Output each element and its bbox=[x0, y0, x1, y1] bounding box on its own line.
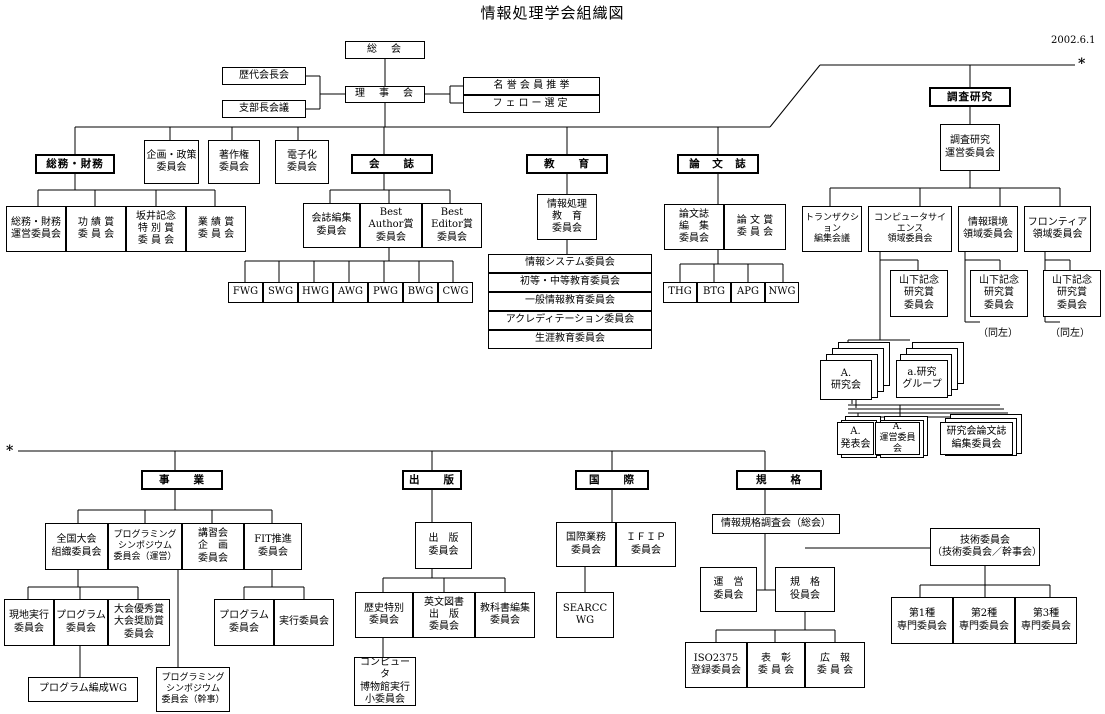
publishing-item: 歴史特別 委員会 bbox=[355, 592, 413, 638]
education-item: 初等・中等教育委員会 bbox=[488, 273, 652, 292]
fellow-box: フェロー選定 bbox=[463, 95, 600, 113]
international-item: ＩＦＩＰ 委員会 bbox=[616, 522, 676, 567]
continuation-mark-bottom: * bbox=[6, 443, 14, 459]
same-as-left-label: （同左） bbox=[978, 328, 1018, 339]
events-item: 講習会 企 画 委員会 bbox=[182, 523, 244, 570]
standards-council-box: 情報規格調査会（総会） bbox=[712, 514, 840, 534]
digitization-committee-box: 電子化 委員会 bbox=[275, 140, 329, 184]
journal-wg: SWG bbox=[263, 282, 298, 303]
research-header: 調査研究 bbox=[929, 87, 1011, 107]
museum-box: コンピュータ 博物館実行 小委員会 bbox=[354, 657, 416, 706]
publishing-main-box: 出 版 委員会 bbox=[415, 522, 472, 569]
sig-box: A. 研究会 bbox=[820, 360, 872, 400]
research-steering-box: 調査研究 運営委員会 bbox=[940, 124, 1000, 171]
papers-item: 論文誌 編 集 委員会 bbox=[664, 204, 724, 250]
education-main-box: 情報処理 教 育 委員会 bbox=[537, 194, 597, 240]
papers-wg: APG bbox=[731, 282, 765, 303]
national-sub-item: 大会優秀賞 大会奨励賞 委員会 bbox=[108, 599, 170, 646]
technical-committee-box: 技術委員会 （技術委員会／幹事会） bbox=[930, 528, 1040, 566]
education-item: アクレディテーション委員会 bbox=[488, 311, 652, 330]
sig-journal-box: 研究会論文誌 編集委員会 bbox=[940, 422, 1013, 455]
transaction-box: トランザクション 編集会議 bbox=[802, 206, 862, 252]
technical-sub-item: 第3種 専門委員会 bbox=[1015, 597, 1077, 644]
standards-officers-box: 規 格 役員会 bbox=[775, 567, 835, 612]
journal-header: 会 誌 bbox=[351, 154, 433, 174]
journal-wg: HWG bbox=[298, 282, 333, 303]
papers-header: 論 文 誌 bbox=[677, 154, 759, 174]
program-wg-box: プログラム編成WG bbox=[28, 677, 138, 702]
past-presidents-box: 歴代会長会 bbox=[222, 67, 306, 85]
standards-sub-item: 表 彰 委 員 会 bbox=[747, 642, 805, 688]
journal-item: Best Author賞 委員会 bbox=[360, 203, 422, 248]
education-item: 一般情報教育委員会 bbox=[488, 292, 652, 311]
page-title: 情報処理学会組織図 bbox=[480, 4, 625, 22]
searcc-wg-box: SEARCC WG bbox=[556, 592, 614, 638]
general-affairs-item: 総務・財務 運営委員会 bbox=[6, 206, 66, 252]
yamashita-award-box-frontier: 山下記念 研究賞 委員会 bbox=[1043, 270, 1101, 317]
technical-sub-item: 第2種 専門委員会 bbox=[953, 597, 1015, 644]
national-sub-item: プログラム 委員会 bbox=[54, 599, 108, 646]
sig-operations-box: A. 運営委員会 bbox=[875, 422, 920, 455]
standards-header: 規 格 bbox=[736, 470, 822, 490]
international-header: 国 際 bbox=[575, 470, 649, 490]
events-item: 全国大会 組織委員会 bbox=[45, 523, 108, 570]
env-domain-box: 情報環境 領域委員会 bbox=[958, 206, 1018, 252]
yamashita-award-box-cs: 山下記念 研究賞 委員会 bbox=[890, 270, 948, 317]
frontier-domain-box: フロンティア 領域委員会 bbox=[1024, 206, 1091, 252]
journal-wg: PWG bbox=[368, 282, 403, 303]
events-item: プログラミング シンポジウム 委員会（運営） bbox=[108, 523, 182, 570]
standards-operations-box: 運 営 委員会 bbox=[700, 567, 757, 612]
group-box: a.研究 グループ bbox=[896, 360, 948, 398]
papers-wg: THG bbox=[663, 282, 697, 303]
date-label: 2002.6.1 bbox=[1051, 35, 1096, 46]
journal-item: Best Editor賞 委員会 bbox=[422, 203, 482, 248]
general-affairs-item: 坂井記念 特 別 賞 委 員 会 bbox=[126, 206, 186, 252]
technical-sub-item: 第1種 専門委員会 bbox=[891, 597, 953, 644]
cs-domain-box: コンピュータサイエンス 領域委員会 bbox=[868, 206, 952, 252]
journal-wg: FWG bbox=[228, 282, 263, 303]
yamashita-award-box-env: 山下記念 研究賞 委員会 bbox=[970, 270, 1028, 317]
journal-wg: AWG bbox=[333, 282, 368, 303]
international-item: 国際業務 委員会 bbox=[556, 522, 616, 567]
events-header: 事 業 bbox=[141, 470, 223, 490]
publishing-item: 教科書編集 委員会 bbox=[475, 592, 535, 638]
journal-item: 会誌編集 委員会 bbox=[303, 203, 360, 248]
general-affairs-item: 功 績 賞 委 員 会 bbox=[66, 206, 126, 252]
continuation-mark-top: * bbox=[1078, 56, 1086, 72]
planning-committee-box: 企画・政策 委員会 bbox=[144, 140, 199, 184]
general-meeting-box: 総 会 bbox=[345, 41, 425, 59]
branch-heads-box: 支部長会議 bbox=[222, 100, 306, 118]
publishing-header: 出 版 bbox=[402, 470, 462, 490]
same-as-left-label: （同左） bbox=[1050, 328, 1090, 339]
papers-wg: NWG bbox=[765, 282, 799, 303]
national-sub-item: 現地実行 委員会 bbox=[4, 599, 54, 646]
journal-wg: CWG bbox=[438, 282, 473, 303]
papers-wg: BTG bbox=[697, 282, 731, 303]
presentation-box: A. 発表会 bbox=[837, 422, 874, 455]
general-affairs-header: 総務・財務 bbox=[35, 154, 115, 174]
education-item: 生涯教育委員会 bbox=[488, 330, 652, 349]
fit-sub-item: 実行委員会 bbox=[274, 599, 334, 646]
fit-sub-item: プログラム 委員会 bbox=[214, 599, 274, 646]
standards-sub-item: ISO2375 登録委員会 bbox=[685, 642, 747, 688]
education-item: 情報システム委員会 bbox=[488, 254, 652, 273]
standards-sub-item: 広 報 委 員 会 bbox=[805, 642, 865, 688]
events-item: FIT推進 委員会 bbox=[244, 523, 302, 570]
symposium-exec-box: プログラミング シンポジウム 委員会（幹事） bbox=[156, 667, 230, 712]
board-box: 理 事 会 bbox=[345, 86, 425, 103]
education-header: 教 育 bbox=[526, 154, 608, 174]
journal-wg: BWG bbox=[403, 282, 438, 303]
publishing-item: 英文図書 出 版 委員会 bbox=[413, 592, 475, 638]
honorary-member-box: 名 誉 会 員 推 挙 bbox=[463, 77, 600, 95]
papers-item: 論 文 賞 委 員 会 bbox=[724, 204, 786, 250]
general-affairs-item: 業 績 賞 委 員 会 bbox=[186, 206, 246, 252]
copyright-committee-box: 著作権 委員会 bbox=[208, 140, 260, 184]
